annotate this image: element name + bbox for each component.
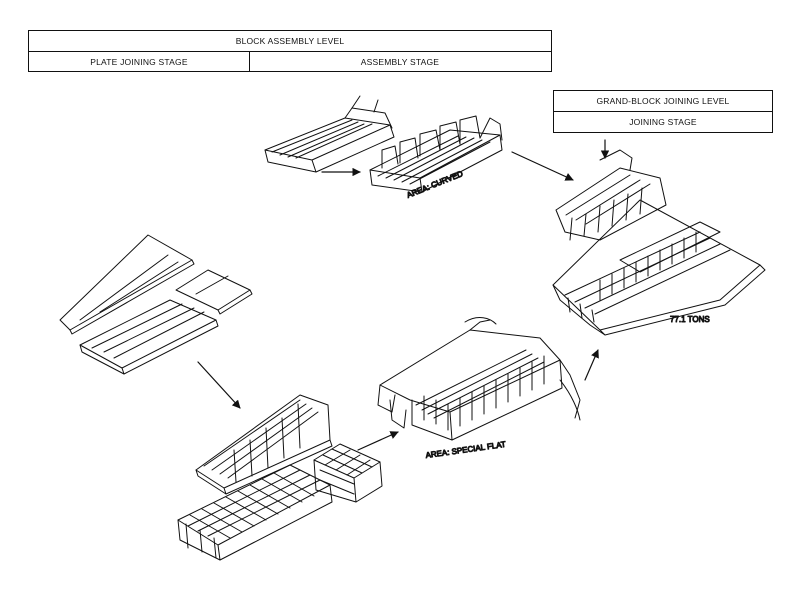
tons-label: 77.1 TONS xyxy=(670,315,710,324)
curved-plate-part xyxy=(264,95,395,173)
block-assembly-level-title: BLOCK ASSEMBLY LEVEL xyxy=(29,31,551,52)
arrow-special-flat-to-grand-block xyxy=(584,349,599,381)
arrow-curved-to-grand-block xyxy=(511,151,574,181)
arrow-plates-to-frames xyxy=(197,361,241,409)
grand-block-joining-level-title: GRAND-BLOCK JOINING LEVEL xyxy=(554,91,772,112)
joining-stage-cell: JOINING STAGE xyxy=(629,117,697,127)
special-flat-block-part xyxy=(377,319,581,441)
bottom-shell-part xyxy=(177,464,333,561)
box-block-part xyxy=(313,443,383,503)
area-special-flat-label: AREA: SPECIAL FLAT xyxy=(425,440,506,460)
plate-joining-stage-cell: PLATE JOINING STAGE xyxy=(29,52,250,71)
grand-block-assembly-part xyxy=(552,149,766,336)
process-arrows xyxy=(197,139,610,451)
area-curved-label: AREA: CURVED xyxy=(405,169,464,200)
rotation-arrow xyxy=(464,317,497,325)
grand-block-table: GRAND-BLOCK JOINING LEVEL JOINING STAGE xyxy=(553,90,773,133)
flat-plates-part xyxy=(59,234,253,375)
block-assembly-table: BLOCK ASSEMBLY LEVEL PLATE JOINING STAGE… xyxy=(28,30,552,72)
curvature-arc xyxy=(559,379,581,421)
assembly-stage-cell: ASSEMBLY STAGE xyxy=(360,56,440,67)
arrow-frames-to-special-flat xyxy=(357,431,399,451)
curved-block-part xyxy=(369,115,503,193)
transverse-frames-part xyxy=(195,394,333,495)
